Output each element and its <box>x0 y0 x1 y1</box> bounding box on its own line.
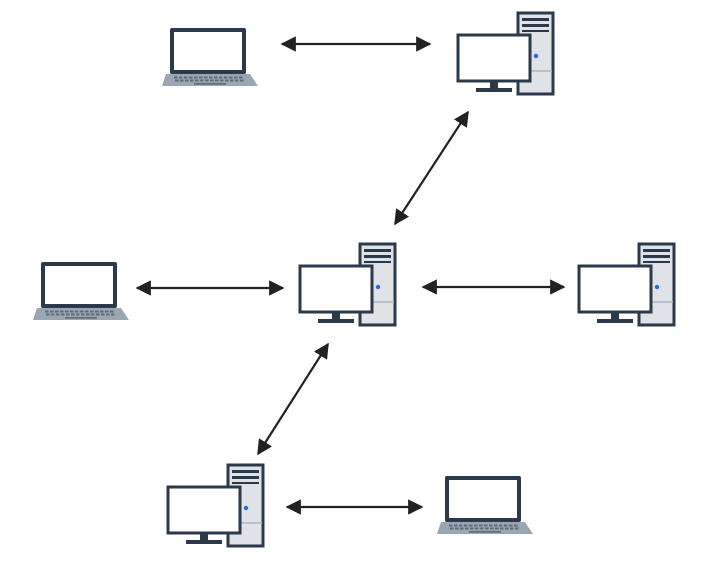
laptop-icon <box>437 476 533 534</box>
laptop-icon <box>162 28 258 86</box>
laptop-screen <box>45 266 113 304</box>
power-led <box>533 53 539 59</box>
laptop-keyboard <box>449 524 519 530</box>
laptop-touchpad <box>469 531 501 533</box>
monitor-stand <box>597 319 633 323</box>
desktop-computer-icon <box>166 463 265 548</box>
monitor-screen <box>166 485 242 535</box>
power-led <box>654 284 660 290</box>
desktop-computer-icon <box>298 242 397 327</box>
monitor-screen <box>456 33 532 83</box>
laptop-touchpad <box>65 317 97 319</box>
laptop-keyboard <box>174 76 244 82</box>
drive-bay <box>364 261 391 263</box>
drive-bay <box>232 482 259 484</box>
monitor-neck <box>332 312 340 320</box>
drive-bay <box>643 255 670 258</box>
power-led <box>375 284 381 290</box>
drive-bay <box>232 470 259 473</box>
laptop-screen <box>174 32 242 70</box>
power-led <box>243 505 249 511</box>
connections-layer <box>135 36 566 515</box>
laptop-icon <box>33 262 129 320</box>
monitor-neck <box>200 533 208 541</box>
drive-bay <box>232 476 259 479</box>
drive-bay <box>364 255 391 258</box>
laptop-screen <box>449 480 517 518</box>
bidirectional-arrow <box>394 110 469 226</box>
monitor-stand <box>318 319 354 323</box>
monitor-stand <box>186 540 222 544</box>
drive-bay <box>643 249 670 252</box>
monitor-screen <box>298 264 374 314</box>
desktop-computer-icon <box>456 11 555 96</box>
monitor-neck <box>611 312 619 320</box>
drive-bay <box>522 24 549 27</box>
monitor-neck <box>490 81 498 89</box>
monitor-stand <box>476 88 512 92</box>
bidirectional-arrow <box>257 342 329 456</box>
laptop-touchpad <box>194 83 226 85</box>
drive-bay <box>522 18 549 21</box>
laptop-keyboard <box>45 310 115 316</box>
desktop-computer-icon <box>577 242 676 327</box>
drive-bay <box>643 261 670 263</box>
drive-bay <box>364 249 391 252</box>
drive-bay <box>522 30 549 32</box>
monitor-screen <box>577 264 653 314</box>
nodes-layer <box>33 11 676 548</box>
